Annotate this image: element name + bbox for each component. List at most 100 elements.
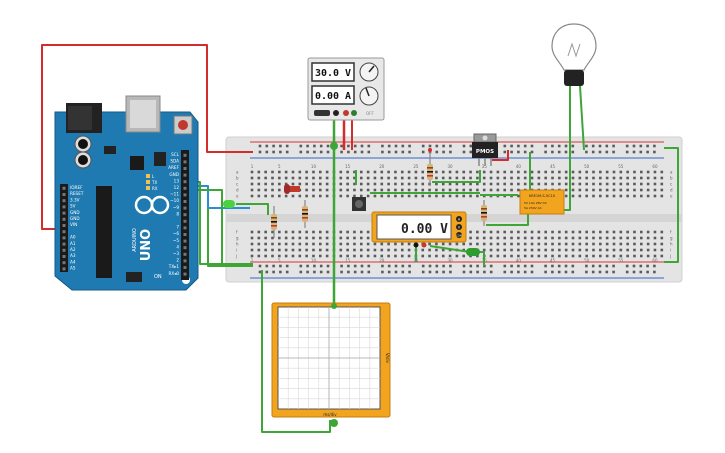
row-letter: e — [670, 194, 673, 199]
row-letter: a — [236, 170, 239, 175]
psu-current: 0.00 A — [315, 91, 351, 102]
pushbutton[interactable] — [352, 197, 366, 211]
wire-red-mosfet[interactable] — [492, 150, 509, 161]
column-number: 30 — [448, 258, 454, 263]
column-number: 10 — [311, 258, 317, 263]
jack-com — [456, 232, 462, 238]
resistor-2[interactable] — [302, 200, 308, 228]
row-letter: j — [235, 254, 237, 259]
psu-switch[interactable] — [314, 110, 330, 116]
column-number: 1 — [251, 258, 254, 263]
column-number: 60 — [652, 258, 658, 263]
column-number: 1 — [251, 164, 254, 169]
multimeter-jacks[interactable]: A V COM — [456, 216, 462, 238]
resistor-1[interactable] — [271, 206, 277, 238]
svg-text:A: A — [458, 218, 461, 222]
wire-green-row2[interactable] — [432, 170, 481, 183]
scope-x-label: ms/div — [323, 412, 337, 417]
pin-label: 5V — [70, 204, 76, 209]
led-red[interactable] — [284, 184, 300, 194]
led-green-left[interactable] — [223, 200, 235, 208]
column-number: 55 — [618, 164, 624, 169]
power-supply[interactable]: 30.0 V 0.00 A OFF — [307, 57, 385, 121]
pin-label: IOREF — [70, 185, 83, 190]
current-knob[interactable] — [359, 86, 379, 106]
scope-probe-top[interactable] — [331, 303, 337, 309]
pin-label: AREF — [168, 165, 179, 170]
pin-label: ~9 — [173, 205, 180, 210]
psu-terminal-pos[interactable] — [343, 110, 349, 116]
row-letter: j — [669, 254, 671, 259]
pin-label: TX▸1 — [168, 264, 180, 269]
pin-label: VIN — [70, 222, 77, 227]
psu-voltage: 30.0 V — [315, 68, 351, 79]
resistor-4[interactable] — [481, 200, 487, 226]
column-number: 35 — [482, 164, 488, 169]
led-green-bottom[interactable] — [466, 248, 480, 256]
row-letter: h — [236, 242, 239, 247]
column-number: 45 — [550, 164, 556, 169]
voltage-knob[interactable] — [359, 62, 379, 82]
wire-green-lamp2[interactable] — [579, 85, 585, 151]
led-label-l: L — [152, 174, 155, 179]
scope-probe-bottom[interactable] — [330, 419, 338, 427]
column-number: 20 — [379, 258, 385, 263]
led-label-rx: RX — [152, 186, 158, 191]
atmega-chip — [96, 186, 112, 278]
pin-label: 3.3V — [70, 197, 80, 202]
svg-text:COM: COM — [456, 234, 462, 238]
icsp-header — [154, 152, 166, 166]
pin-label: ~6 — [173, 231, 180, 236]
scope-y-label: V/div — [385, 353, 390, 364]
wire-green-bottom-left[interactable] — [207, 208, 253, 267]
column-number: 20 — [379, 164, 385, 169]
column-number: 25 — [413, 164, 419, 169]
row-letter: b — [670, 176, 673, 181]
pmos-transistor[interactable]: PMOS — [472, 133, 498, 166]
pin-label: GND — [70, 216, 80, 221]
usb-chip — [130, 156, 144, 170]
column-number: 15 — [345, 164, 351, 169]
relay[interactable]: KRE1M-S-5C10 5V 10A 28V DC 5A 250V AC — [519, 189, 565, 215]
multimeter-display — [376, 214, 452, 240]
arduino-on-label: ON — [154, 274, 162, 280]
wire-green-pin13[interactable] — [188, 189, 223, 264]
row-letter: b — [236, 176, 239, 181]
wire-red-5v[interactable] — [41, 44, 253, 230]
column-number: 30 — [448, 164, 454, 169]
wire-green-left-led[interactable] — [236, 203, 269, 215]
multimeter[interactable]: 0.00 V A V COM — [371, 211, 467, 248]
pin-label: 2 — [176, 258, 179, 263]
column-number: 40 — [516, 164, 522, 169]
wire-green-scope-gnd[interactable] — [261, 270, 331, 433]
row-letter: f — [670, 230, 672, 235]
probe-red[interactable] — [421, 242, 427, 248]
wire-green-right[interactable] — [664, 147, 679, 263]
pin-label: RESET — [70, 191, 84, 196]
wire-endpoint[interactable] — [330, 142, 338, 150]
oscilloscope[interactable]: ms/div V/div — [271, 302, 391, 427]
resistor-3[interactable] — [427, 148, 433, 186]
mosfet-label: PMOS — [476, 149, 494, 155]
column-number: 50 — [584, 164, 590, 169]
psu-terminal-neg[interactable] — [333, 110, 339, 116]
pin-label: A3 — [70, 253, 76, 258]
light-bulb[interactable] — [551, 23, 597, 86]
pin-label: A1 — [70, 241, 76, 246]
psu-terminal-gnd[interactable] — [351, 110, 357, 116]
arduino-leds: L TX RX — [146, 174, 158, 191]
arduino-model: UNO — [139, 229, 154, 262]
column-number: 60 — [652, 164, 658, 169]
led-label-tx: TX — [151, 180, 157, 185]
pin-label: A5 — [70, 266, 76, 271]
relay-line2: 5A 250V AC — [524, 206, 542, 210]
wire-green-row4[interactable] — [486, 210, 529, 226]
probe-black[interactable] — [413, 242, 419, 248]
column-number: 40 — [516, 258, 522, 263]
row-letter: g — [236, 236, 239, 241]
row-letter: d — [670, 188, 673, 193]
jack-v — [456, 224, 462, 230]
